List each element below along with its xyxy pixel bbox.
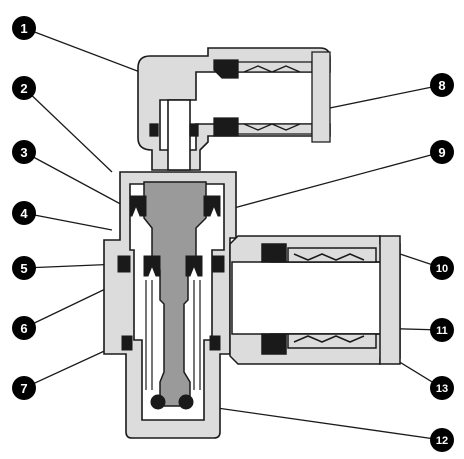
callout-8-label: 8 [438,78,445,93]
side-teeth-bottom [293,335,365,343]
leader-line-1 [23,27,141,73]
body-seals [117,195,225,410]
callout-11: 11 [430,318,454,342]
springs [145,280,201,390]
seal-6-right [185,255,203,277]
side-seal-top [261,243,287,263]
callout-6-label: 6 [20,321,27,336]
spring-right [193,280,201,390]
leader-line-9 [203,151,443,217]
callout-5: 5 [12,256,36,280]
seal-5-right [211,255,225,273]
seal-3-left [129,195,147,217]
callout-5-label: 5 [20,261,27,276]
upper-seal-top [213,59,239,79]
callout-2: 2 [12,76,36,100]
spring-left [145,280,153,390]
seal-5-left [117,255,131,273]
seal-9-right [203,195,221,217]
stem-seal-left [149,123,159,137]
callout-7-label: 7 [20,381,27,396]
seal-7-left [121,335,133,351]
side-release-ring [379,235,401,365]
side-seal-bottom [261,333,287,355]
callout-12: 12 [430,428,454,452]
callout-3: 3 [12,140,36,164]
seal-6-left [143,255,161,277]
upper-elbow-body [137,47,331,171]
callout-13: 13 [430,376,454,400]
callout-9-label: 9 [438,145,445,160]
callout-3-label: 3 [20,145,27,160]
callout-13-label: 13 [436,383,448,395]
upper-seal-bottom [213,117,239,137]
callout-9: 9 [430,140,454,164]
elbow-passage [167,99,191,171]
upper-teeth-top [243,65,301,73]
callout-12-label: 12 [436,435,448,447]
seal-7-right [209,335,221,351]
callout-7: 7 [12,376,36,400]
upper-teeth-bottom [243,123,301,131]
seal-12-right [178,394,194,410]
leader-line-4 [23,212,113,231]
leader-line-12 [181,402,443,441]
callout-1-label: 1 [20,21,27,36]
stem-seal-right [189,123,199,137]
callout-4-label: 4 [20,206,28,221]
callout-11-label: 11 [436,325,448,337]
callout-10: 10 [430,256,454,280]
leader-line-3 [23,151,129,209]
callout-6: 6 [12,316,36,340]
callouts: 1 2 3 4 5 6 7 8 [12,16,454,452]
callout-1: 1 [12,16,36,40]
callout-10-label: 10 [436,263,448,275]
side-push-in-fitting [229,235,401,365]
callout-2-label: 2 [20,81,27,96]
upper-release-ring [311,51,331,143]
side-teeth-top [293,253,365,261]
side-bore [231,261,383,335]
leader-line-2 [23,87,113,173]
callout-8: 8 [430,73,454,97]
seal-12-left [150,394,166,410]
callout-4: 4 [12,201,36,225]
upper-push-in-fitting [149,51,331,143]
